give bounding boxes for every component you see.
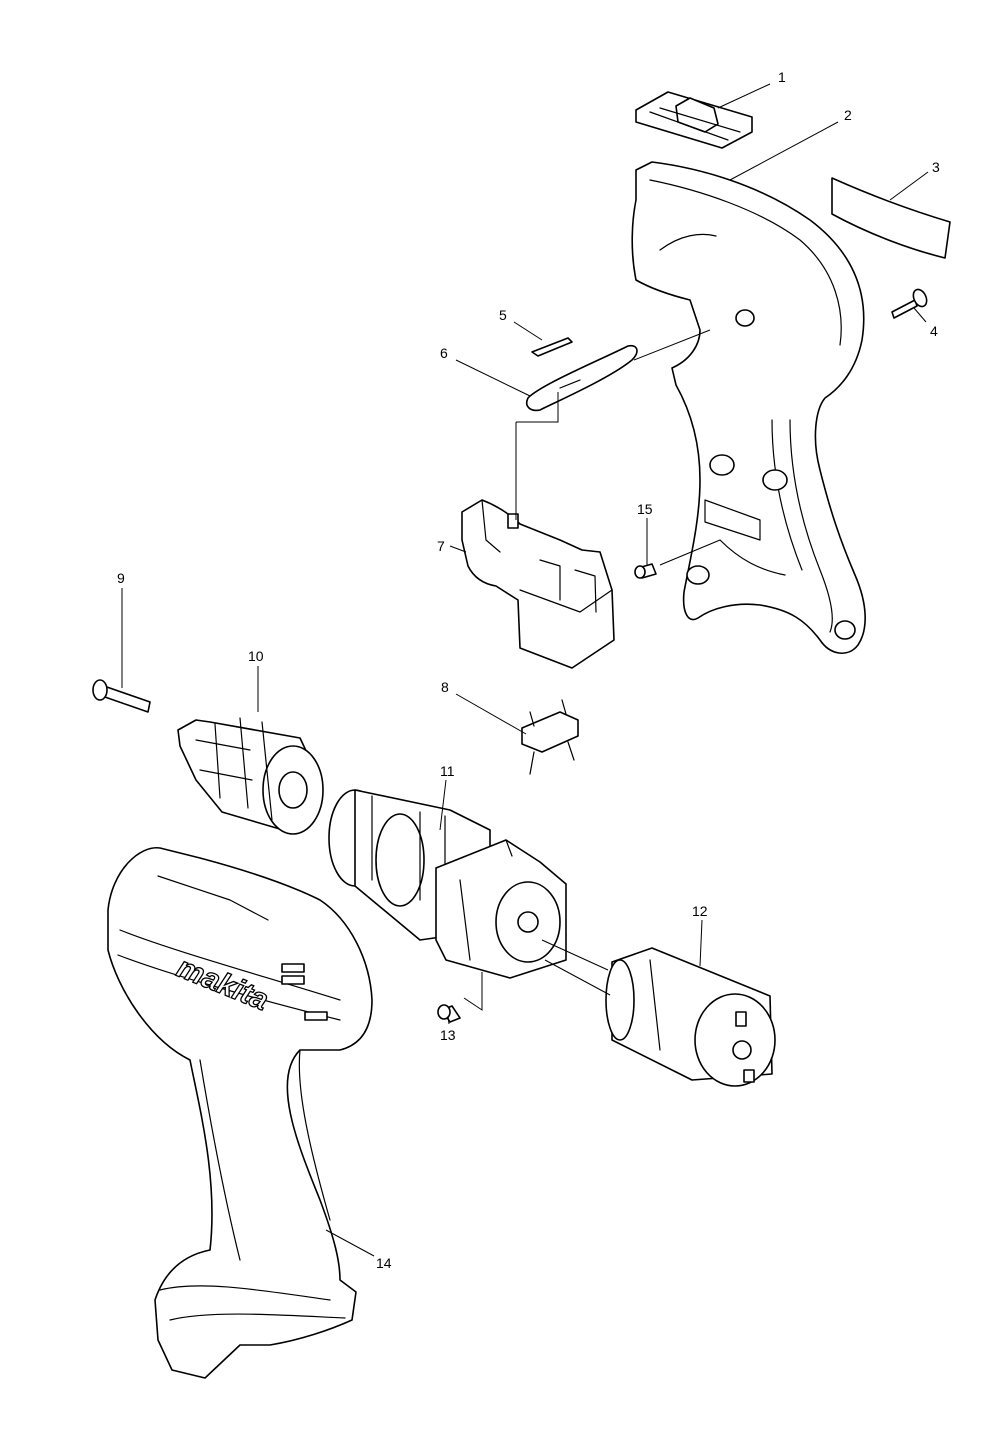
callout-15[interactable]: 15	[637, 501, 653, 517]
part-14-housing-set[interactable]: makita	[107, 847, 373, 1379]
part-15-bushing[interactable]	[634, 563, 657, 579]
part-6-change-lever[interactable]	[525, 344, 638, 412]
callout-5[interactable]: 5	[499, 307, 507, 323]
callout-6[interactable]: 6	[440, 345, 448, 361]
callout-numbers: 1 2 3 4 5 6 7 8 9 10 11 12 13 14 15	[117, 69, 940, 1271]
part-1-switch-cover[interactable]	[635, 91, 753, 149]
part-2-housing-half[interactable]	[631, 161, 866, 654]
part-8-terminal[interactable]	[521, 699, 579, 775]
callout-11[interactable]: 11	[440, 763, 455, 779]
assembly-guide-lines	[463, 329, 721, 1011]
callout-1[interactable]: 1	[778, 69, 786, 85]
part-11-gear-assembly[interactable]	[328, 789, 567, 979]
callout-12[interactable]: 12	[692, 903, 708, 919]
callout-leader-lines	[121, 83, 929, 1257]
part-7-switch[interactable]	[461, 499, 615, 669]
callout-14[interactable]: 14	[376, 1255, 392, 1271]
part-3-label-strip[interactable]	[831, 177, 951, 259]
part-13-screw[interactable]	[437, 1004, 461, 1023]
part-5-spring[interactable]	[531, 337, 573, 357]
part-10-keyless-chuck[interactable]	[177, 717, 324, 835]
callout-13[interactable]: 13	[440, 1027, 456, 1043]
part-4-screw[interactable]	[891, 287, 929, 319]
callout-3[interactable]: 3	[932, 159, 940, 175]
callout-7[interactable]: 7	[437, 538, 445, 554]
part-9-screw[interactable]	[92, 679, 151, 713]
callout-8[interactable]: 8	[441, 679, 449, 695]
callout-9[interactable]: 9	[117, 570, 125, 586]
callout-2[interactable]: 2	[844, 107, 852, 123]
part-12-motor[interactable]	[605, 947, 776, 1087]
callout-4[interactable]: 4	[930, 323, 938, 339]
callout-10[interactable]: 10	[248, 648, 264, 664]
